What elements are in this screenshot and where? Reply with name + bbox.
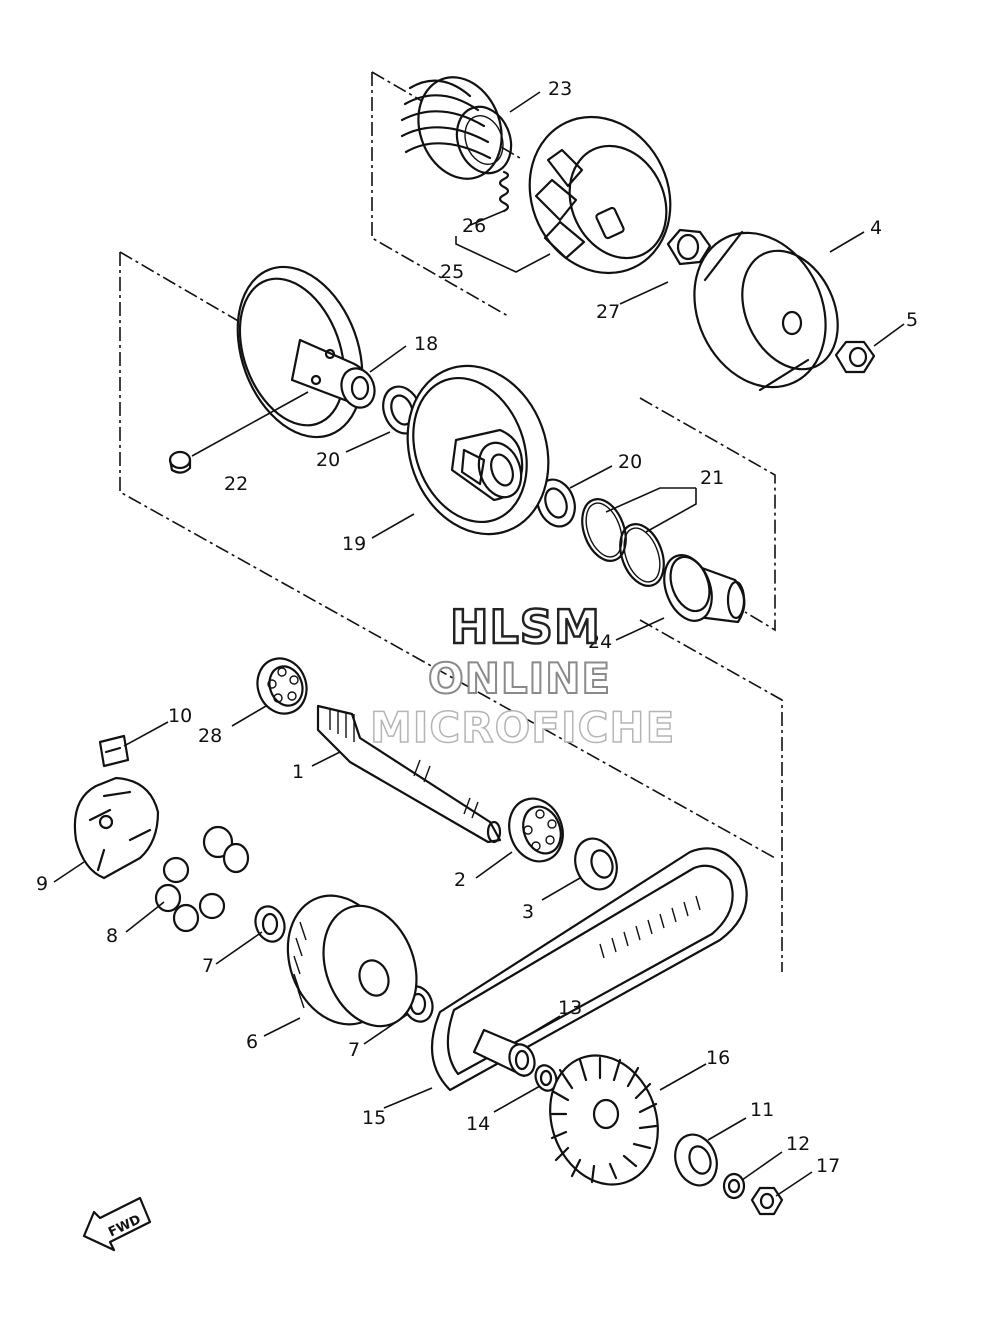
callout-25: 25	[440, 261, 464, 283]
callout-13: 13	[558, 997, 582, 1019]
callout-23: 23	[548, 78, 572, 100]
callout-15: 15	[362, 1107, 386, 1129]
compression-spring-23	[400, 76, 513, 180]
callout-9: 9	[36, 873, 48, 895]
callout-14: 14	[466, 1113, 490, 1135]
callout-12: 12	[786, 1133, 810, 1155]
nut-27	[666, 228, 712, 266]
callout-labels: 23 26 25 4 5 27 18 20 22 19 20 21 24 28 …	[36, 78, 918, 1177]
bearing-2	[508, 797, 564, 863]
group-outline-sheave	[119, 251, 783, 972]
watermark-line-1: HLSM	[449, 599, 601, 656]
clutch-housing-4	[693, 230, 839, 392]
v-belt-15	[430, 847, 748, 1092]
callout-22: 22	[224, 473, 248, 495]
bearing-28	[256, 657, 308, 715]
oil-seal-11	[674, 1133, 718, 1187]
pin-22	[168, 391, 309, 474]
callout-6: 6	[246, 1031, 258, 1053]
callout-28: 28	[198, 725, 222, 747]
collar-24	[663, 554, 746, 624]
washer-7-left	[254, 905, 286, 943]
callout-27: 27	[596, 301, 620, 323]
washer-12	[722, 1172, 746, 1200]
slider-10	[98, 734, 130, 768]
o-ring-21-left	[581, 498, 627, 562]
oil-seal-3	[574, 837, 618, 891]
callout-24: 24	[588, 631, 612, 653]
callout-19: 19	[342, 533, 366, 555]
callout-1: 1	[292, 761, 304, 783]
collar-13	[472, 1028, 536, 1078]
weight-roller-8	[154, 825, 250, 933]
drive-shaft-1	[316, 704, 502, 844]
secondary-sliding-sheave-19	[406, 364, 550, 536]
nut-5	[834, 340, 876, 374]
small-spring-26	[498, 170, 510, 213]
primary-pulley-6	[286, 894, 418, 1028]
callout-21: 21	[700, 467, 724, 489]
callout-20-lower: 20	[618, 451, 642, 473]
callout-11: 11	[750, 1099, 774, 1121]
callout-20-upper: 20	[316, 449, 340, 471]
callout-7-right: 7	[348, 1039, 360, 1061]
callout-4: 4	[870, 217, 882, 239]
callout-3: 3	[522, 901, 534, 923]
forward-direction-arrow: FWD	[82, 1196, 152, 1252]
callout-2: 2	[454, 869, 466, 891]
callout-leaders	[53, 91, 905, 1197]
callout-5: 5	[906, 309, 918, 331]
callout-17: 17	[816, 1155, 840, 1177]
callout-8: 8	[106, 925, 118, 947]
callout-26: 26	[462, 215, 486, 237]
nut-17	[750, 1186, 784, 1216]
callout-10: 10	[168, 705, 192, 727]
cam-plate-9	[73, 776, 160, 880]
callout-7-left: 7	[202, 955, 214, 977]
clutch-carrier-25	[528, 115, 672, 275]
callout-16: 16	[706, 1047, 730, 1069]
o-ring-21-right	[619, 523, 665, 587]
washer-20-lower	[536, 478, 576, 528]
primary-fixed-sheave-18	[236, 265, 376, 439]
callout-18: 18	[414, 333, 438, 355]
cooling-fan-16	[549, 1054, 659, 1186]
watermark-line-2: ONLINE	[427, 653, 612, 704]
watermark-line-3: MICROFICHE	[369, 702, 676, 753]
washer-14	[534, 1064, 558, 1092]
